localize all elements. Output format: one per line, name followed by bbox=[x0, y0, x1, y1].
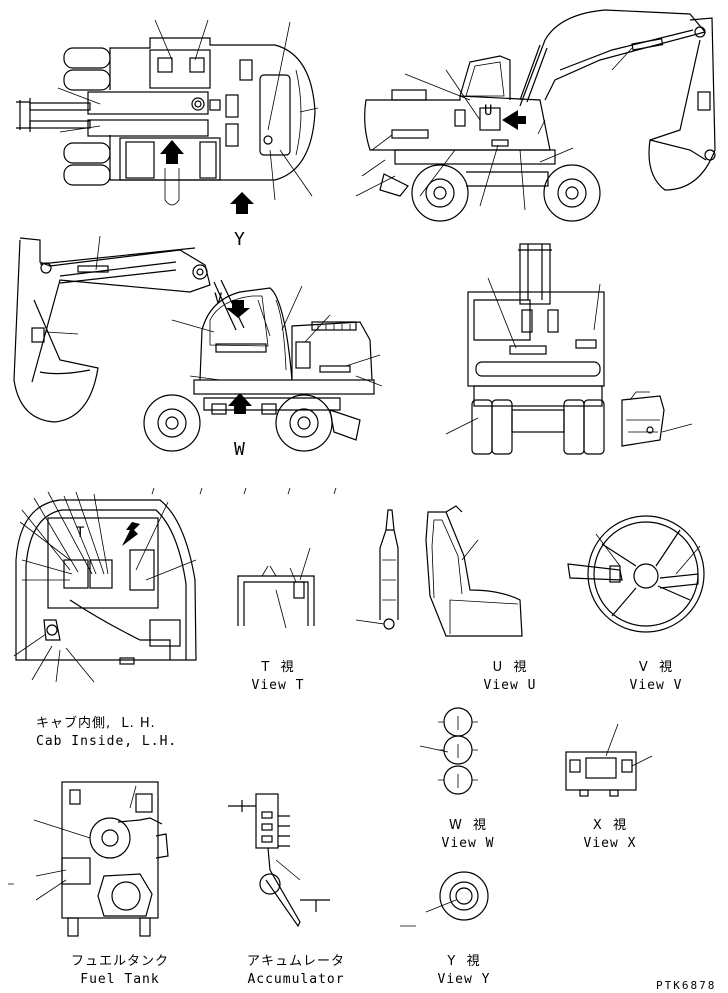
cab-inside-lh bbox=[13, 491, 197, 683]
view-w-title-jp: W 視 bbox=[448, 818, 488, 833]
accumulator-title: Accumulator bbox=[247, 972, 345, 987]
view-x-title: View X bbox=[583, 836, 637, 851]
marker-t: T bbox=[76, 525, 86, 541]
view-y-drawing bbox=[400, 871, 489, 927]
view-v-drawing bbox=[567, 515, 705, 633]
view-x-drawing bbox=[565, 723, 653, 797]
view-u-title: View U bbox=[483, 678, 537, 693]
view-v-title-jp: V 視 bbox=[638, 660, 674, 675]
cab-inside-title-jp: キャブ内側, L. H. bbox=[36, 716, 156, 731]
marker-w: W bbox=[234, 439, 246, 460]
fuel-tank-title-jp: フュエルタンク bbox=[70, 954, 169, 969]
view-y-title-jp: Y 視 bbox=[447, 954, 481, 969]
marker-u: U bbox=[484, 103, 494, 119]
view-t-title-jp: T 視 bbox=[261, 660, 295, 675]
machine-side-view-right bbox=[355, 9, 716, 222]
view-u-title-jp: U 視 bbox=[492, 660, 528, 675]
machine-front-view bbox=[445, 243, 605, 455]
view-t-drawing bbox=[237, 547, 315, 629]
view-v-title: View V bbox=[629, 678, 683, 693]
cab-inside-title: Cab Inside, L.H. bbox=[36, 734, 178, 749]
accumulator-title-jp: アキュムレータ bbox=[246, 954, 345, 969]
drawing-code: PTK6878 bbox=[656, 979, 717, 992]
view-x-title-jp: X 視 bbox=[592, 818, 628, 833]
view-u-drawing bbox=[425, 505, 523, 637]
marker-v: V bbox=[214, 291, 224, 307]
machine-top-view bbox=[16, 19, 319, 214]
view-u-side-part bbox=[355, 509, 399, 630]
view-t-title: View T bbox=[251, 678, 305, 693]
marker-y: Y bbox=[234, 229, 246, 250]
small-detail-view bbox=[621, 391, 693, 447]
accumulator-drawing bbox=[228, 793, 330, 928]
view-y-title: View Y bbox=[437, 972, 491, 987]
machine-side-view-left bbox=[13, 235, 383, 452]
fuel-tank-drawing bbox=[8, 781, 169, 937]
fuel-tank-title: Fuel Tank bbox=[80, 972, 160, 987]
view-w-drawing bbox=[419, 707, 478, 795]
view-w-title: View W bbox=[441, 836, 495, 851]
